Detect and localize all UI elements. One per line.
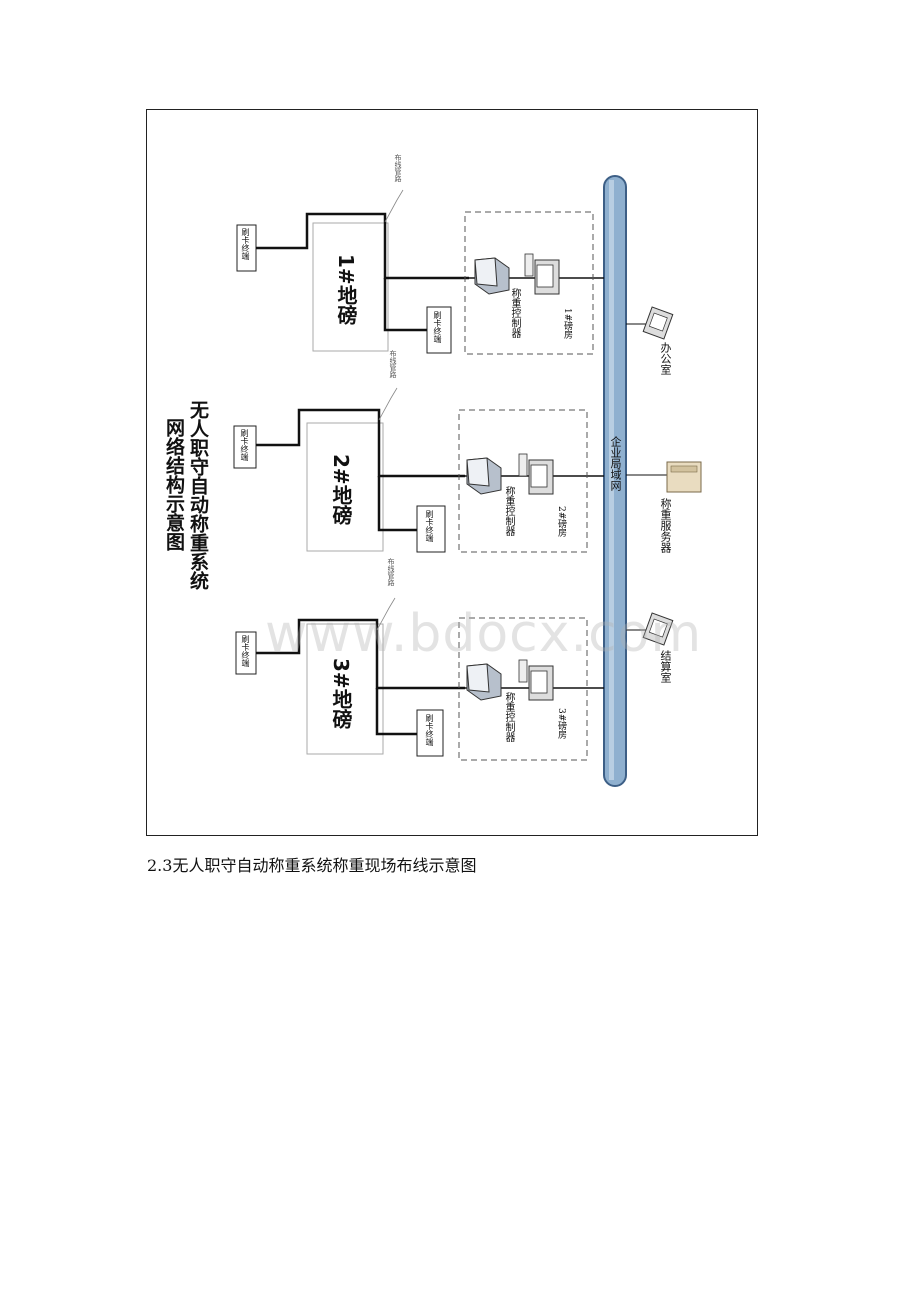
reader-terminal-label-3: 刷卡终端 [425,714,434,746]
room-label-3: 3#磅房 [556,708,566,740]
card-terminal-label-3: 刷卡终端 [241,635,250,667]
room-label-2: 2#磅房 [556,506,566,538]
diagram-title-line1: 无人职守自动称重系统 [187,400,209,590]
reader-terminal-box-3 [416,709,444,757]
room-box-1 [464,211,594,355]
lan-label: 企业局域网 [609,436,622,491]
settlement-pc-icon [642,612,674,646]
diagram-title-line2: 网络结构示意图 [163,418,185,551]
reader-terminal-box-2 [416,505,446,553]
room-box-3 [458,617,588,761]
card-terminal-box-2 [233,425,257,469]
scale-box-2 [306,422,384,552]
card-terminal-label-1: 刷卡终端 [241,228,250,260]
settlement-label: 结算室 [659,650,672,683]
figure-caption: 2.3无人职守自动称重系统称重现场布线示意图 [147,856,477,875]
room-label-1: 1#磅房 [562,308,572,340]
office-pc-icon [642,306,674,340]
controller-label-3: 称重控制器 [503,692,514,742]
diagram-drawing [233,175,702,787]
scale-box-3 [306,623,384,755]
card-terminal-label-2: 刷卡终端 [240,429,249,461]
controller-label-1: 称重控制器 [509,288,520,338]
office-label: 办公室 [659,342,672,375]
scale-label-1: 1#地磅 [334,254,358,325]
network-diagram: 无人职守自动称重系统 网络结构示意图 企业局域网 1#地磅 刷卡终端 刷卡终端 … [146,109,758,836]
station-3 [235,597,604,761]
cable-label-2: 布线管路 [389,350,397,378]
server-icon [666,461,702,493]
station-1 [236,189,604,355]
controller-label-2: 称重控制器 [503,486,514,536]
cable-label-3: 布线管路 [387,558,395,586]
station-2 [233,387,604,553]
reader-terminal-label-2: 刷卡终端 [425,510,434,542]
scale-label-3: 3#地磅 [329,658,353,729]
scale-label-2: 2#地磅 [329,454,353,525]
scale-box-1 [312,222,389,352]
server-label: 称重服务器 [659,498,672,553]
room-box-2 [458,409,588,553]
watermark-text: www.bdocx.com [265,604,703,664]
cable-label-1: 布线管路 [394,154,402,182]
reader-terminal-label-1: 刷卡终端 [433,311,442,343]
